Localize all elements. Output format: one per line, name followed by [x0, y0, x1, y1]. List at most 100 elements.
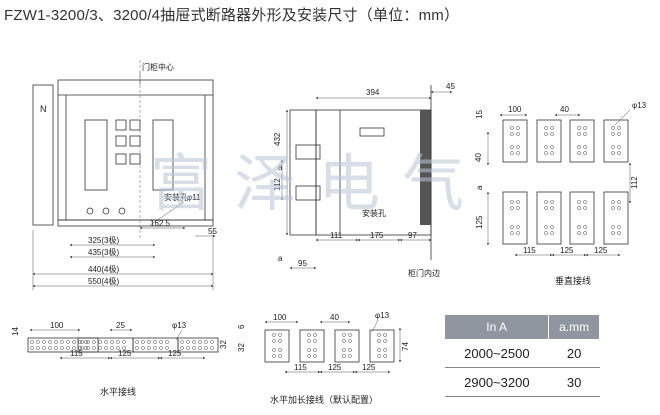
horiz-dim-phi13: φ13: [172, 321, 187, 330]
bolt-hole: [147, 340, 157, 350]
spec-head-a: a.mm: [548, 315, 600, 339]
vert-dim-40: 40: [560, 105, 569, 114]
side-mount-hole-label: 安装孔: [362, 208, 386, 218]
vert-dim-15: 15: [475, 110, 484, 119]
vert-dim-40b: 40: [474, 153, 483, 162]
bolt-hole: [577, 126, 587, 136]
dim-97: 97: [408, 231, 417, 240]
busbar: [569, 119, 595, 163]
horizontal-ext-label: 水平加长接线（默认配置）: [270, 394, 378, 405]
extended-busbars: [264, 329, 395, 363]
spec-head-current: In A: [445, 315, 550, 339]
horizontal-busbars: [27, 337, 219, 353]
spec-a: 30: [548, 367, 600, 397]
ext-dim-6: 6: [237, 324, 246, 329]
horiz-dim-32: 32: [219, 340, 228, 349]
horiz-dim-14: 14: [11, 327, 20, 336]
dim-175: 175: [370, 231, 384, 240]
busbar: [569, 191, 595, 245]
bolt-hole: [510, 126, 520, 136]
ext-dim-74: 74: [401, 342, 410, 351]
bolt-hole: [510, 145, 520, 155]
vertical-connection: 100 40 φ13 15 40 a 125 112 115 125 125 垂…: [474, 101, 647, 286]
horiz-dim-125: 125: [118, 349, 132, 358]
bolt-hole: [180, 340, 190, 350]
bolt-hole: [510, 225, 520, 235]
bolt-hole: [92, 340, 102, 350]
vert-dim-112: 112: [630, 176, 639, 189]
busbar: [334, 329, 360, 363]
vert-dim-115: 115: [523, 246, 536, 255]
front-view: 门柜中心 N 安装孔 φ11 162.5 55 325(3极) 435(3极): [32, 60, 217, 290]
spec-current: 2900~3200: [445, 367, 549, 397]
bolt-hole: [307, 348, 317, 358]
dim-325: 325(3极): [88, 235, 119, 245]
busbar: [369, 329, 395, 363]
bolt-hole: [377, 333, 387, 343]
bolt-hole: [342, 348, 352, 358]
bolt-hole: [272, 348, 282, 358]
bolt-hole: [204, 340, 214, 350]
dim-432: 432: [273, 132, 282, 146]
ext-dim-40: 40: [330, 313, 339, 322]
watermark: 富泽电气: [150, 147, 486, 220]
vert-dim-125: 125: [475, 215, 484, 229]
horizontal-label: 水平接线: [100, 386, 136, 397]
busbar: [299, 329, 325, 363]
bolt-hole: [611, 126, 621, 136]
table-row: 2000~2500 20: [445, 339, 600, 368]
dim-45: 45: [446, 82, 455, 91]
busbar: [603, 119, 629, 163]
bolt-hole: [510, 200, 520, 210]
dim-394: 394: [366, 88, 380, 97]
table-row: 2900~3200 30: [445, 367, 600, 397]
dim-111: 111: [330, 231, 343, 240]
vert-dim-100: 100: [508, 105, 522, 114]
horiz-dim-25: 25: [116, 321, 125, 330]
bolt-hole: [342, 333, 352, 343]
side-dim-112: 112: [273, 178, 282, 191]
side-dim-a2: a: [278, 254, 283, 263]
bolt-hole: [377, 348, 387, 358]
busbar: [603, 191, 629, 245]
dim-550: 550(4极): [88, 276, 119, 286]
bolt-hole: [135, 340, 145, 350]
vert-dim-125c: 125: [594, 246, 608, 255]
page-title: FZW1-3200/3、3200/4抽屉式断路器外形及安装尺寸（单位：mm）: [4, 7, 460, 24]
door-center-label: 门柜中心: [142, 62, 174, 72]
horizontal-extended-connection: 100 40 φ13 6 32 74 115 125 125 水平加长接线（默认…: [237, 311, 410, 405]
bolt-hole: [272, 333, 282, 343]
bolt-hole: [611, 225, 621, 235]
dim-435: 435(3极): [88, 247, 119, 257]
bolt-hole: [577, 225, 587, 235]
bolt-hole: [544, 225, 554, 235]
busbar: [502, 191, 528, 245]
spec-table-header: In A a.mm: [445, 315, 600, 339]
busbar: [177, 337, 219, 353]
bolt-hole: [577, 145, 587, 155]
ext-dim-100: 100: [273, 313, 287, 322]
horiz-dim-125b: 125: [168, 349, 182, 358]
busbar: [27, 337, 99, 353]
spec-table: In A a.mm 2000~2500 20 2900~3200 30: [445, 315, 600, 397]
busbar: [536, 191, 562, 245]
spec-current: 2000~2500: [445, 339, 549, 368]
horiz-dim-115: 115: [70, 349, 83, 358]
dim-55: 55: [208, 227, 217, 236]
dim-162-5: 162.5: [150, 219, 171, 228]
vert-dim-phi13: φ13: [632, 101, 647, 110]
bolt-hole: [577, 200, 587, 210]
vertical-busbars: [502, 119, 629, 245]
ext-dim-115: 115: [294, 363, 307, 372]
bolt-hole: [544, 126, 554, 136]
busbar: [536, 119, 562, 163]
vert-dim-a: a: [475, 185, 484, 190]
bolt-hole: [611, 145, 621, 155]
busbar: [264, 329, 290, 363]
cabinet-inner-label: 柜门内边: [408, 268, 440, 278]
front-hole-dia-label: φ11: [187, 193, 201, 202]
busbar: [502, 119, 528, 163]
spec-a: 20: [548, 339, 600, 368]
bolt-hole: [30, 340, 40, 350]
